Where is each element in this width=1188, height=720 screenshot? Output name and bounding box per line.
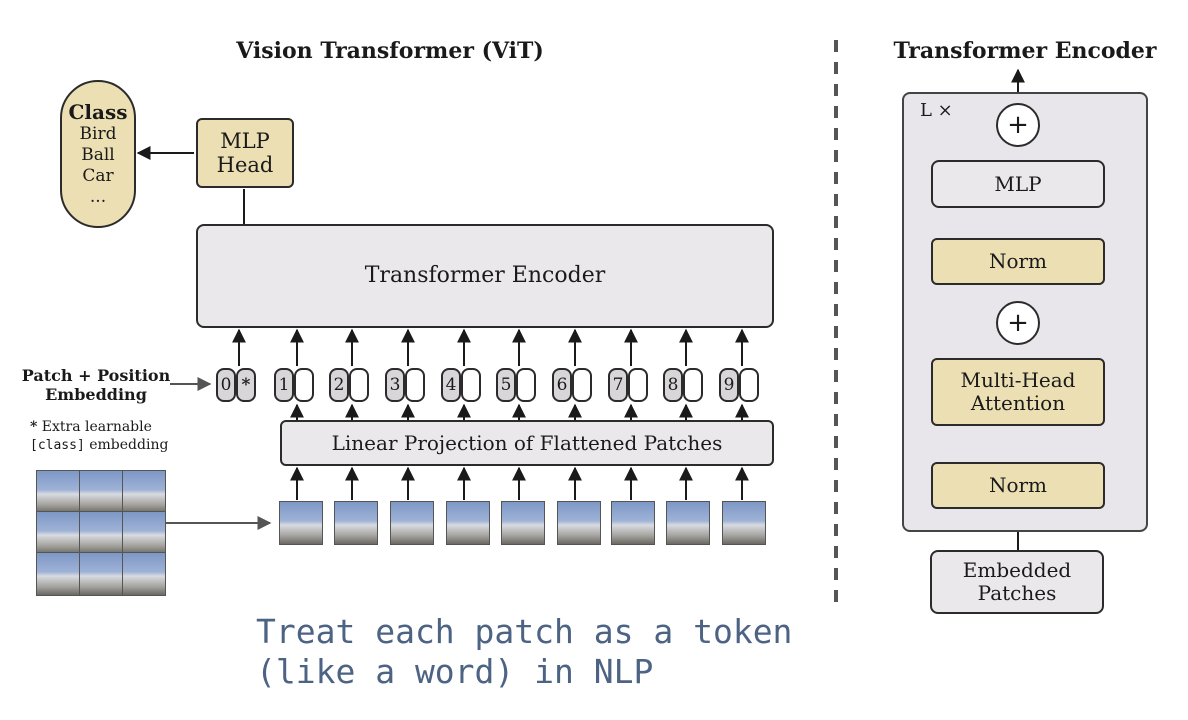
plus-icon: +	[1007, 308, 1029, 338]
attention-box: Multi-Head Attention	[931, 358, 1105, 426]
patch-embedding-token	[349, 368, 369, 402]
position-token-8: 8	[663, 368, 683, 402]
residual-add-bottom: +	[996, 301, 1040, 345]
note-line-1: Extra learnable	[41, 419, 152, 435]
extra-embedding-note: * Extra learnable [class] embedding	[30, 418, 190, 455]
image-grid-patch	[122, 511, 166, 555]
image-grid-patch	[79, 511, 123, 555]
caption-line-2: (like a word) in NLP	[256, 652, 654, 691]
flattened-patch	[611, 501, 655, 545]
norm-bottom-label: Norm	[988, 473, 1048, 497]
norm-top-label: Norm	[988, 249, 1048, 273]
mlp-head-box: MLP Head	[196, 118, 294, 188]
residual-add-top: +	[996, 103, 1040, 147]
position-token-0: 0	[216, 368, 236, 402]
linear-projection-box: Linear Projection of Flattened Patches	[280, 420, 774, 466]
embedded-patches-label: Embedded Patches	[962, 558, 1072, 605]
repeat-label: L ×	[920, 100, 953, 121]
patch-embedding-token	[739, 368, 759, 402]
flattened-patch	[446, 501, 490, 545]
class-item: Bird	[79, 123, 117, 144]
flattened-patch	[279, 501, 323, 545]
vit-title: Vision Transformer (ViT)	[236, 38, 544, 64]
patch-embedding-token	[294, 368, 314, 402]
note-code: [class]	[30, 438, 85, 453]
image-grid-patch	[36, 511, 80, 555]
position-token-7: 7	[608, 368, 628, 402]
flattened-patch	[722, 501, 766, 545]
image-grid-patch	[79, 470, 123, 514]
patch-embedding-token	[572, 368, 592, 402]
class-output-box: Class Bird Ball Car ...	[60, 80, 136, 228]
flattened-patch	[666, 501, 710, 545]
note-line-2: embedding	[89, 437, 169, 453]
class-item: ...	[89, 186, 107, 207]
image-grid-patch	[36, 470, 80, 514]
caption-line-1: Treat each patch as a token	[256, 612, 793, 651]
attention-label: Multi-Head Attention	[960, 368, 1076, 415]
note-star: *	[30, 419, 38, 435]
position-token-6: 6	[552, 368, 572, 402]
image-grid-patch	[122, 552, 166, 596]
patch-embedding-token	[405, 368, 425, 402]
class-item: Ball	[81, 144, 115, 165]
encoder-title: Transformer Encoder	[893, 38, 1157, 64]
transformer-encoder-box: Transformer Encoder	[196, 224, 774, 328]
patch-position-label: Patch + Position Embedding	[21, 366, 171, 404]
position-token-4: 4	[441, 368, 461, 402]
image-grid-patch	[122, 470, 166, 514]
flattened-patch	[501, 501, 545, 545]
encoder-mlp-box: MLP	[931, 160, 1105, 208]
embedded-patches-box: Embedded Patches	[930, 550, 1104, 614]
image-grid-patch	[36, 552, 80, 596]
flattened-patch	[390, 501, 434, 545]
patch-embedding-token	[628, 368, 648, 402]
flattened-patch	[334, 501, 378, 545]
norm-top-box: Norm	[931, 238, 1105, 285]
class-token-marker: *	[236, 368, 256, 402]
position-token-2: 2	[329, 368, 349, 402]
position-token-1: 1	[274, 368, 294, 402]
position-token-3: 3	[385, 368, 405, 402]
flattened-patch	[557, 501, 601, 545]
transformer-encoder-label: Transformer Encoder	[364, 263, 606, 289]
plus-icon: +	[1007, 110, 1029, 140]
class-heading: Class	[68, 99, 128, 124]
position-token-5: 5	[496, 368, 516, 402]
patch-embedding-token	[516, 368, 536, 402]
patch-embedding-token	[683, 368, 703, 402]
patch-embedding-token	[461, 368, 481, 402]
position-token-9: 9	[719, 368, 739, 402]
encoder-mlp-label: MLP	[994, 171, 1042, 196]
norm-bottom-box: Norm	[931, 462, 1105, 509]
linear-projection-label: Linear Projection of Flattened Patches	[331, 430, 723, 455]
class-item: Car	[82, 165, 114, 186]
image-grid-patch	[79, 552, 123, 596]
